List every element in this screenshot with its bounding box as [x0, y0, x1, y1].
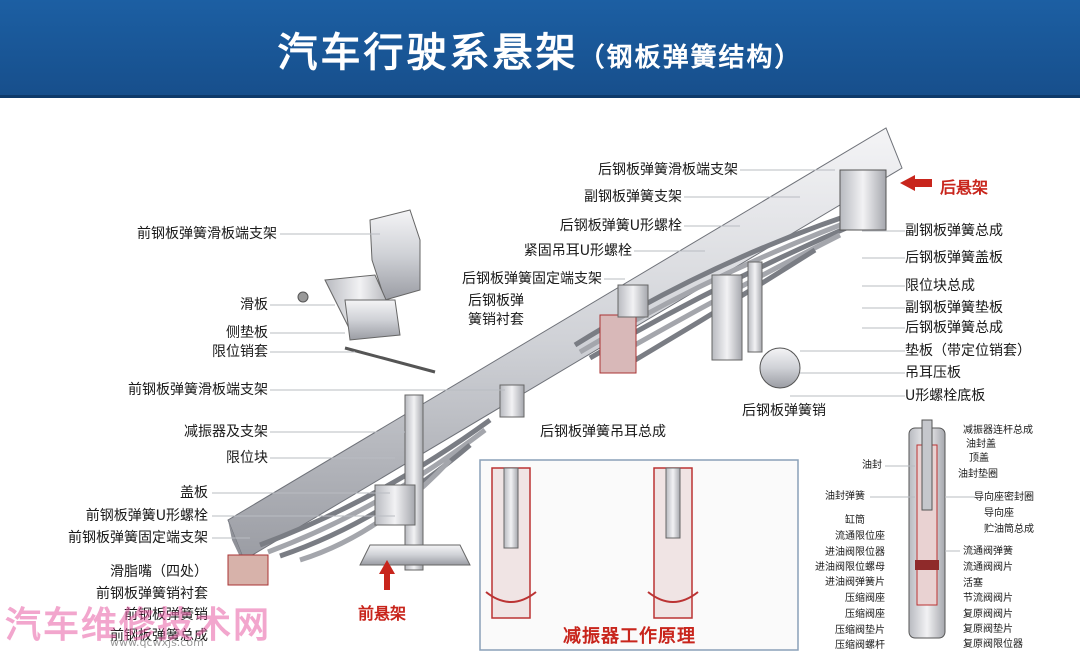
shock-label-compression-seat-2: 压缩阀座: [845, 609, 885, 620]
rear-arrow-icon: [900, 175, 932, 191]
shock-label-rod-assembly: 减振器连杆总成: [963, 425, 1033, 436]
label-rear-slide-bracket: 后钢板弹簧滑板端支架: [598, 162, 738, 178]
label-front-fixed-bracket: 前钢板弹簧固定端支架: [68, 530, 208, 546]
shock-label-seal-cap: 油封盖: [966, 439, 996, 450]
watermark-text: 汽车维修技术网: [5, 605, 272, 646]
label-aux-spring-pad: 副钢板弹簧垫板: [905, 300, 1003, 316]
label-rear-spring-assembly: 后钢板弹簧总成: [905, 320, 1003, 336]
label-limit-pin-sleeve: 限位销套: [212, 344, 268, 360]
shock-leader-lines: [870, 465, 975, 552]
shock-label-rebound-limiter: 复原阀限位器: [963, 639, 1023, 650]
label-rear-pin-bushing-2: 簧销衬套: [468, 312, 524, 328]
shock-label-intake-limiter: 进油阀限位器: [825, 547, 885, 558]
shock-label-guide-seat: 导向座: [984, 508, 1014, 519]
label-rear-fixed-bracket: 后钢板弹簧固定端支架: [462, 271, 602, 287]
label-fastening-u-bolt: 紧固吊耳U形螺栓: [523, 243, 632, 259]
label-limit-block-assembly: 限位块总成: [905, 278, 975, 294]
callout-shock-principle: 减振器工作原理: [563, 626, 696, 647]
label-aux-spring-bracket: 副钢板弹簧支架: [584, 189, 682, 205]
shock-label-compression-shim: 压缩阀垫片: [835, 625, 885, 636]
shock-label-piston: 活塞: [963, 578, 983, 589]
shock-label-intake-limit-nut: 进油阀限位螺母: [815, 562, 885, 573]
callout-front-suspension: 前悬架: [358, 604, 407, 623]
label-rear-spring-cover: 后钢板弹簧盖板: [905, 250, 1003, 266]
label-shackle-plate: 吊耳压板: [905, 365, 961, 381]
rear-spring-parts: [599, 169, 887, 389]
label-pad-with-pin: 垫板（带定位销套）: [905, 343, 1031, 359]
label-grease-nipple: 滑脂嘴（四处）: [110, 564, 208, 580]
label-front-spring-assembly: 前钢板弹簧总成: [110, 628, 208, 644]
label-limit-block: 限位块: [226, 450, 268, 466]
shock-label-compression-rod: 压缩阀螺杆: [835, 640, 885, 651]
label-rear-u-bolt: 后钢板弹簧U形螺栓: [559, 218, 682, 234]
shock-principle-panel: [479, 459, 799, 651]
shock-label-rebound-shim: 复原阀垫片: [963, 624, 1013, 635]
shock-cutaway: [908, 419, 946, 639]
label-front-u-bolt: 前钢板弹簧U形螺栓: [85, 508, 208, 524]
front-arrow-icon: [379, 560, 395, 590]
label-rear-pin-bushing-1: 后钢板弹: [468, 293, 524, 309]
page-title: 汽车行驶系悬架（钢板弹簧结构）: [0, 20, 1080, 78]
shock-label-throttle-plate: 节流阀阀片: [963, 593, 1013, 604]
shock-label-guide-seal: 导向座密封圈: [974, 492, 1034, 503]
label-side-pad: 侧垫板: [226, 325, 268, 341]
label-rear-shackle-assembly: 后钢板弹簧吊耳总成: [540, 424, 666, 440]
watermark-url: www.qcwxjs.com: [110, 636, 204, 649]
title-banner: 汽车行驶系悬架（钢板弹簧结构）: [0, 0, 1080, 98]
leader-lines: [212, 169, 905, 539]
title-subtitle: （钢板弹簧结构）: [578, 43, 803, 73]
shock-label-flow-limit-seat: 流通限位座: [835, 531, 885, 542]
title-main: 汽车行驶系悬架: [277, 30, 579, 76]
shock-label-compression-seat: 压缩阀座: [845, 593, 885, 604]
front-bracket-exploded: [297, 209, 436, 374]
shock-label-cylinder: 缸筒: [845, 515, 865, 526]
label-aux-spring-assembly: 副钢板弹簧总成: [905, 223, 1003, 239]
label-front-slide-bracket: 前钢板弹簧滑板端支架: [137, 226, 277, 242]
shock-label-oil-seal: 油封: [862, 460, 882, 471]
shock-label-seal-spring: 油封弹簧: [825, 491, 865, 502]
front-spring-parts: [227, 384, 525, 586]
label-cover-plate: 盖板: [180, 485, 208, 501]
shock-label-flow-valve-plate: 流通阀阀片: [963, 562, 1013, 573]
shock-label-intake-spring-plate: 进油阀弹簧片: [825, 577, 885, 588]
shock-label-rebound-plate: 复原阀阀片: [963, 609, 1013, 620]
label-u-bolt-base: U形螺栓底板: [905, 388, 986, 404]
label-front-spring-pin: 前钢板弹簧销: [124, 607, 208, 623]
label-damper-bracket: 减振器及支架: [184, 424, 268, 440]
label-front-pin-bushing: 前钢板弹簧销衬套: [96, 586, 208, 602]
label-slide-plate: 滑板: [240, 297, 268, 313]
shock-label-reservoir: 贮油筒总成: [984, 524, 1034, 535]
shock-label-top-cap: 顶盖: [969, 453, 989, 464]
label-front-slide-bracket-2: 前钢板弹簧滑板端支架: [128, 382, 268, 398]
callout-rear-suspension: 后悬架: [940, 178, 989, 197]
label-rear-spring-pin: 后钢板弹簧销: [742, 403, 826, 419]
shock-label-flow-spring: 流通阀弹簧: [963, 546, 1013, 557]
shock-label-seal-washer: 油封垫圈: [958, 469, 998, 480]
